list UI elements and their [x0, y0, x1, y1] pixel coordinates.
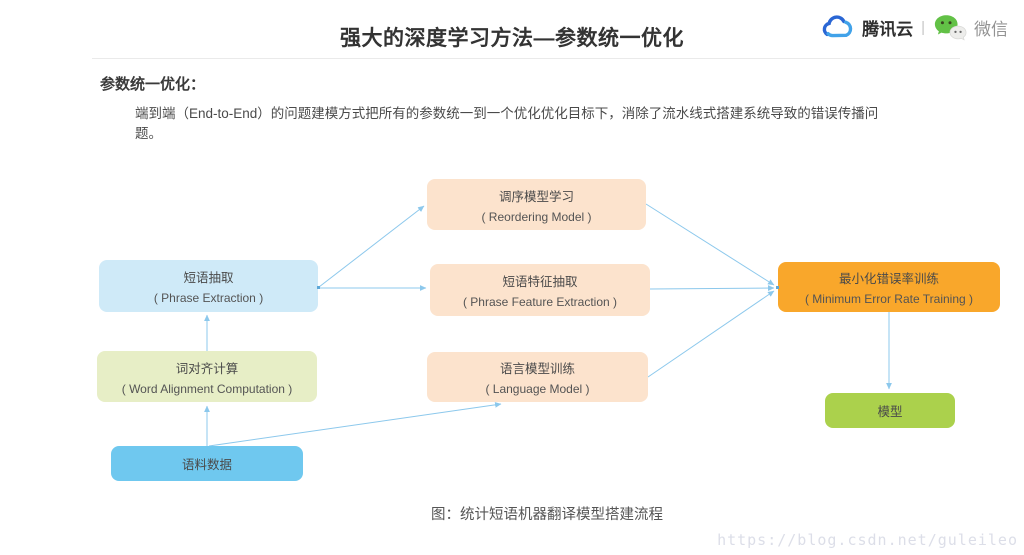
- node-subtitle: ( Phrase Feature Extraction ): [462, 295, 618, 309]
- page-title: 强大的深度学习方法—参数统一优化: [340, 27, 684, 50]
- node-phrase-extraction: 短语抽取 ( Phrase Extraction ): [99, 260, 318, 312]
- node-subtitle: ( Reordering Model ): [481, 209, 592, 224]
- node-title: 短语抽取: [183, 271, 234, 285]
- node-subtitle: ( Phrase Extraction ): [153, 291, 264, 305]
- node-subtitle: ( Language Model ): [485, 382, 590, 396]
- edge-language-model-to-mert: [647, 290, 775, 378]
- node-reordering-model: 调序模型学习 ( Reordering Model ): [427, 179, 646, 230]
- node-title: 语料数据: [181, 458, 232, 472]
- node-title: 语言模型训练: [499, 362, 575, 376]
- node-subtitle: ( Minimum Error Rate Training ): [804, 292, 974, 306]
- wechat-label: 微信: [974, 20, 1008, 39]
- node-title: 最小化错误率训练: [838, 272, 939, 286]
- watermark-url: https://blog.csdn.net/guleileo: [717, 531, 1018, 549]
- node-title: 词对齐计算: [175, 361, 239, 376]
- node-language-model: 语言模型训练 ( Language Model ): [427, 352, 648, 402]
- edge-corpus-to-language-model: [208, 401, 502, 447]
- node-title: 调序模型学习: [498, 189, 574, 204]
- tencent-cloud-icon: [822, 15, 853, 38]
- tencent-cloud-label: 腾讯云: [862, 20, 914, 39]
- connector-dot: [776, 286, 779, 289]
- node-model: 模型: [825, 393, 955, 428]
- edge-phrase-extraction-to-reordering: [318, 205, 425, 288]
- header-divider: [92, 58, 960, 59]
- section-heading: 参数统一优化：: [100, 76, 206, 93]
- brand-separator: |: [921, 19, 925, 36]
- node-min-error-rate-training: 最小化错误率训练 ( Minimum Error Rate Training ): [778, 262, 1000, 312]
- edge-reordering-to-mert: [645, 203, 775, 286]
- wechat-icon: [934, 15, 967, 41]
- edge-phrase-feature-to-mert: [649, 285, 775, 291]
- node-title: 模型: [877, 405, 903, 419]
- node-title: 短语特征抽取: [502, 275, 578, 289]
- brand-logos: 腾讯云 | 微信: [821, 13, 1008, 42]
- node-word-alignment: 词对齐计算 ( Word Alignment Computation ): [97, 351, 317, 402]
- node-subtitle: ( Word Alignment Computation ): [121, 381, 293, 396]
- connector-dot: [317, 286, 320, 289]
- node-corpus-data: 语料数据: [111, 446, 303, 481]
- section-body-text: 端到端（End-to-End）的问题建模方式把所有的参数统一到一个优化优化目标下…: [135, 106, 879, 141]
- node-phrase-feature-extraction: 短语特征抽取 ( Phrase Feature Extraction ): [430, 264, 650, 316]
- figure-caption: 图：统计短语机器翻译模型搭建流程: [431, 507, 663, 523]
